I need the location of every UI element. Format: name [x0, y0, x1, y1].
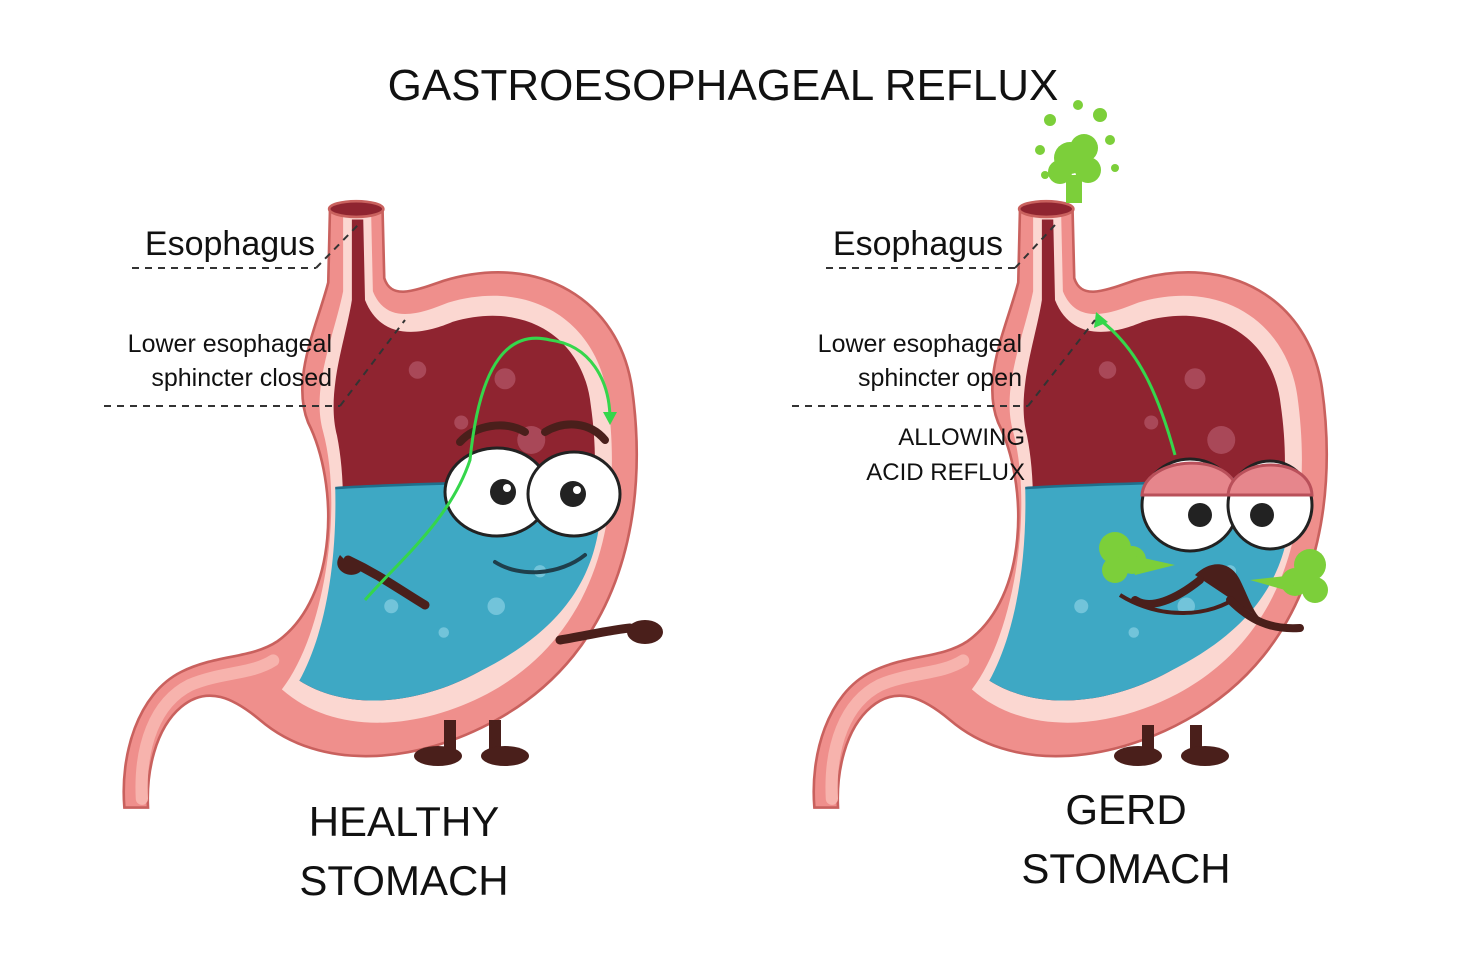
healthy-caption-line1: HEALTHY	[309, 798, 500, 845]
gerd-caption-line2: STOMACH	[1021, 845, 1230, 892]
sphincter-label-line1: Lower esophageal	[818, 330, 1022, 358]
esophagus-label: Esophagus	[145, 225, 315, 263]
gas-circulation-arrow	[363, 336, 612, 601]
esophagus-label: Esophagus	[833, 225, 1003, 263]
acid-reflux-arrow	[1099, 318, 1177, 456]
healthy-caption-line2: STOMACH	[299, 857, 508, 904]
gerd-caption-line1: GERD	[1065, 786, 1186, 833]
healthy-stomach-face	[443, 420, 622, 575]
sphincter-label-line1: Lower esophageal	[128, 330, 332, 358]
reflux-note-line2: ACID REFLUX	[866, 459, 1025, 486]
page-title: GASTROESOPHAGEAL REFLUX	[388, 61, 1059, 110]
sphincter-label-line2: sphincter closed	[151, 364, 332, 392]
gerd-panel: Esophagus Lower esophageal sphincter ope…	[792, 100, 1328, 892]
sphincter-label-line2: sphincter open	[858, 364, 1022, 392]
gerd-stomach-face	[1118, 457, 1314, 633]
reflux-cloud-icon	[1035, 100, 1119, 203]
healthy-panel: Esophagus Lower esophageal sphincter clo…	[104, 201, 663, 904]
burp-puff-left-icon	[1099, 532, 1175, 583]
reflux-note-line1: ALLOWING	[898, 424, 1025, 451]
burp-puff-right-icon	[1250, 549, 1328, 603]
